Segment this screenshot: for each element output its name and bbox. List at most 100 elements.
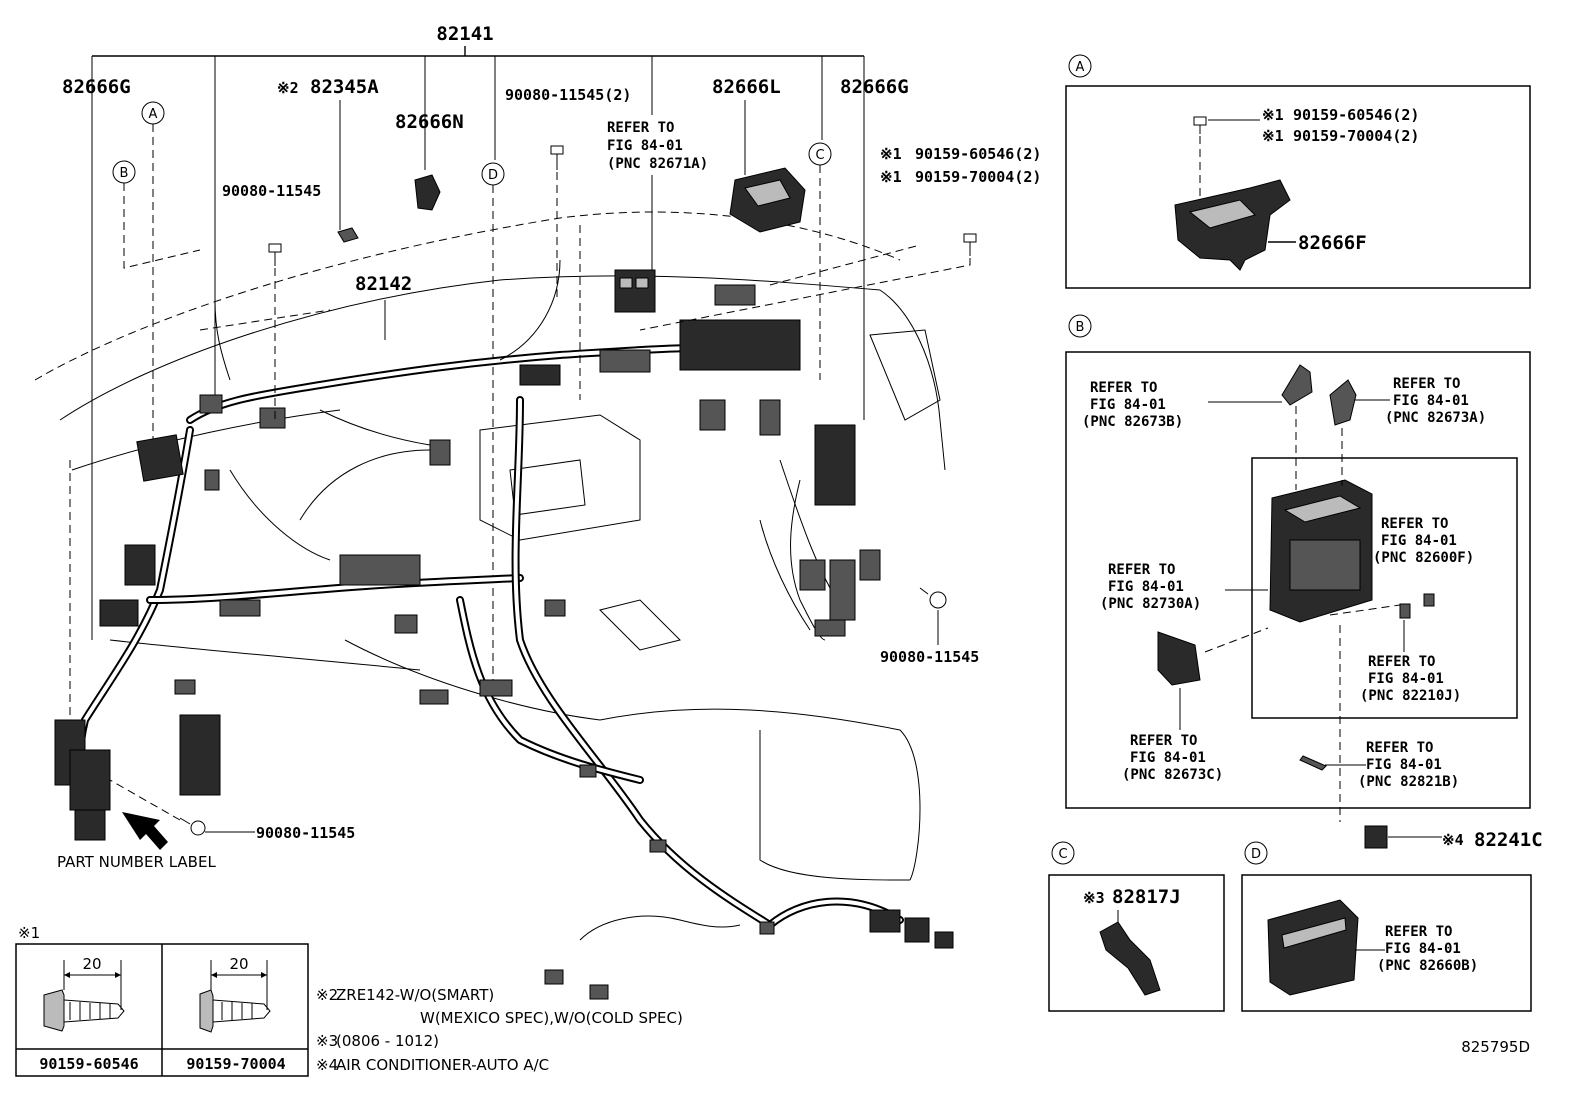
svg-text:(PNC 82821B): (PNC 82821B): [1358, 774, 1459, 790]
dashboard-outline: [34, 211, 946, 881]
figure-id: 825795D: [1461, 1038, 1530, 1056]
svg-text:B: B: [120, 166, 129, 181]
svg-text:90159-60546: 90159-60546: [39, 1055, 138, 1073]
svg-text:REFER TO: REFER TO: [1393, 376, 1460, 392]
table-cell-left: 20 90159-60546: [39, 955, 138, 1073]
relay-82241c-shape: [1364, 825, 1388, 849]
svg-text:FIG 84-01: FIG 84-01: [1385, 941, 1461, 957]
svg-text:FIG 84-01: FIG 84-01: [1381, 533, 1457, 549]
svg-text:FIG 84-01: FIG 84-01: [1130, 750, 1206, 766]
detail-a: A ※1 90159-60546(2) ※1 90159-70004(2) 82…: [1065, 54, 1531, 289]
part-number-label: PART NUMBER LABEL: [57, 853, 216, 871]
d-ref: REFER TO FIG 84-01 (PNC 82660B): [1377, 924, 1478, 974]
svg-text:D: D: [488, 168, 498, 183]
detail-d: D REFER TO FIG 84-01 (PNC 82660B): [1241, 841, 1532, 1012]
svg-text:FIG 84-01: FIG 84-01: [1090, 397, 1166, 413]
svg-text:C: C: [815, 148, 824, 163]
leader-lines-main: [109, 172, 971, 833]
main-view: A B C D: [34, 23, 1041, 1000]
clip-673a-shape: [1329, 379, 1357, 426]
label-82345a: 82345A: [310, 76, 379, 98]
footnote-table: ※1 20 90159-60546 20: [15, 924, 309, 1077]
svg-text:(PNC 82673B): (PNC 82673B): [1082, 414, 1183, 430]
svg-text:REFER TO: REFER TO: [1108, 562, 1175, 578]
label-screw-right-2: 90159-70004(2): [915, 168, 1041, 186]
b-relay-mark: ※4: [1442, 831, 1464, 849]
label-82142: 82142: [355, 273, 412, 295]
b-relay-82241c: 82241C: [1474, 829, 1543, 851]
label-bolt-bottom: 90080-11545: [256, 824, 355, 842]
callout-c-main: C: [808, 142, 832, 380]
svg-text:FIG 84-01: FIG 84-01: [1393, 393, 1469, 409]
svg-text:(PNC 82600F): (PNC 82600F): [1373, 550, 1474, 566]
label-bolt-top-left: 90080-11545: [222, 182, 321, 200]
svg-text:FIG 84-01: FIG 84-01: [1368, 671, 1444, 687]
table-mark: ※1: [18, 924, 40, 942]
note-2-line1: ZRE142-W/O(SMART): [336, 986, 494, 1004]
clip-673c-shape: [1157, 631, 1201, 686]
note-2-line2: W(MEXICO SPEC),W/O(COLD SPEC): [420, 1009, 683, 1027]
label-bolt-top-mid: 90080-11545(2): [505, 86, 631, 104]
note-mark-1b: ※1: [880, 168, 902, 186]
b-ref-673c: REFER TO FIG 84-01 (PNC 82673C): [1122, 733, 1223, 783]
note-3: (0806 - 1012): [336, 1032, 439, 1050]
callout-d-main: D: [481, 162, 505, 680]
svg-text:REFER TO: REFER TO: [1368, 654, 1435, 670]
callout-b-main: B: [112, 160, 201, 269]
svg-text:B: B: [1076, 320, 1085, 335]
refer-top-line2: FIG 84-01: [607, 138, 683, 154]
detail-b: B REFER TO FIG 84-01 (PNC 82673B): [1065, 314, 1543, 851]
detail-c: C ※3 82817J: [1048, 841, 1225, 1012]
svg-text:REFER TO: REFER TO: [1090, 380, 1157, 396]
svg-text:REFER TO: REFER TO: [1385, 924, 1452, 940]
fuse-600f-shape: [1423, 593, 1435, 607]
screw-icon-a: [1193, 116, 1207, 134]
callout-a-main: A: [141, 101, 165, 445]
a-screw-1: 90159-60546(2): [1293, 106, 1419, 124]
svg-text:C: C: [1058, 847, 1067, 862]
note-4-mark: ※4: [316, 1056, 338, 1074]
c-mark: ※3: [1083, 889, 1105, 907]
d-junction-shape: [1267, 899, 1359, 996]
svg-text:FIG 84-01: FIG 84-01: [1366, 757, 1442, 773]
label-bolt-right: 90080-11545: [880, 648, 979, 666]
svg-text:D: D: [1251, 847, 1261, 862]
svg-text:90159-70004: 90159-70004: [186, 1055, 285, 1073]
label-82666g-left: 82666G: [62, 76, 131, 98]
svg-text:20: 20: [229, 955, 248, 973]
note-mark-1a: ※1: [880, 145, 902, 163]
notes: ※2 ZRE142-W/O(SMART) W(MEXICO SPEC),W/O(…: [316, 986, 683, 1074]
part-number-arrow: [122, 812, 168, 850]
table-cell-right: 20 90159-70004: [186, 955, 285, 1073]
connectors-main: [54, 269, 954, 1000]
svg-text:FIG 84-01: FIG 84-01: [1108, 579, 1184, 595]
a-part-82666f: 82666F: [1298, 232, 1367, 254]
a-mark-1: ※1: [1262, 106, 1284, 124]
label-screw-right-1: 90159-60546(2): [915, 145, 1041, 163]
label-82666g-right: 82666G: [840, 76, 909, 98]
svg-text:REFER TO: REFER TO: [1366, 740, 1433, 756]
label-82141: 82141: [436, 23, 493, 45]
b-ref-673b: REFER TO FIG 84-01 (PNC 82673B): [1082, 380, 1183, 430]
b-ref-673a: REFER TO FIG 84-01 (PNC 82673A): [1385, 376, 1486, 426]
svg-text:A: A: [149, 107, 158, 122]
b-ref-210j: REFER TO FIG 84-01 (PNC 82210J): [1360, 654, 1461, 704]
note-2-mark: ※2: [316, 986, 338, 1004]
svg-text:A: A: [1076, 60, 1085, 75]
relay-82666l-shape: [729, 167, 806, 233]
c-sensor-shape: [1099, 921, 1161, 996]
refer-top-line3: (PNC 82671A): [607, 156, 708, 172]
svg-text:(PNC 82660B): (PNC 82660B): [1377, 958, 1478, 974]
svg-text:REFER TO: REFER TO: [1381, 516, 1448, 532]
relay-82345a-shape: [337, 227, 359, 243]
b-ref-730a: REFER TO FIG 84-01 (PNC 82730A): [1100, 562, 1201, 612]
refer-top-line1: REFER TO: [607, 120, 674, 136]
svg-text:(PNC 82673C): (PNC 82673C): [1122, 767, 1223, 783]
label-82666l: 82666L: [712, 76, 781, 98]
c-part-82817j: 82817J: [1112, 886, 1181, 908]
note-4: AIR CONDITIONER-AUTO A/C: [336, 1056, 549, 1074]
note-mark-2: ※2: [277, 79, 299, 97]
label-82666n: 82666N: [395, 111, 464, 133]
